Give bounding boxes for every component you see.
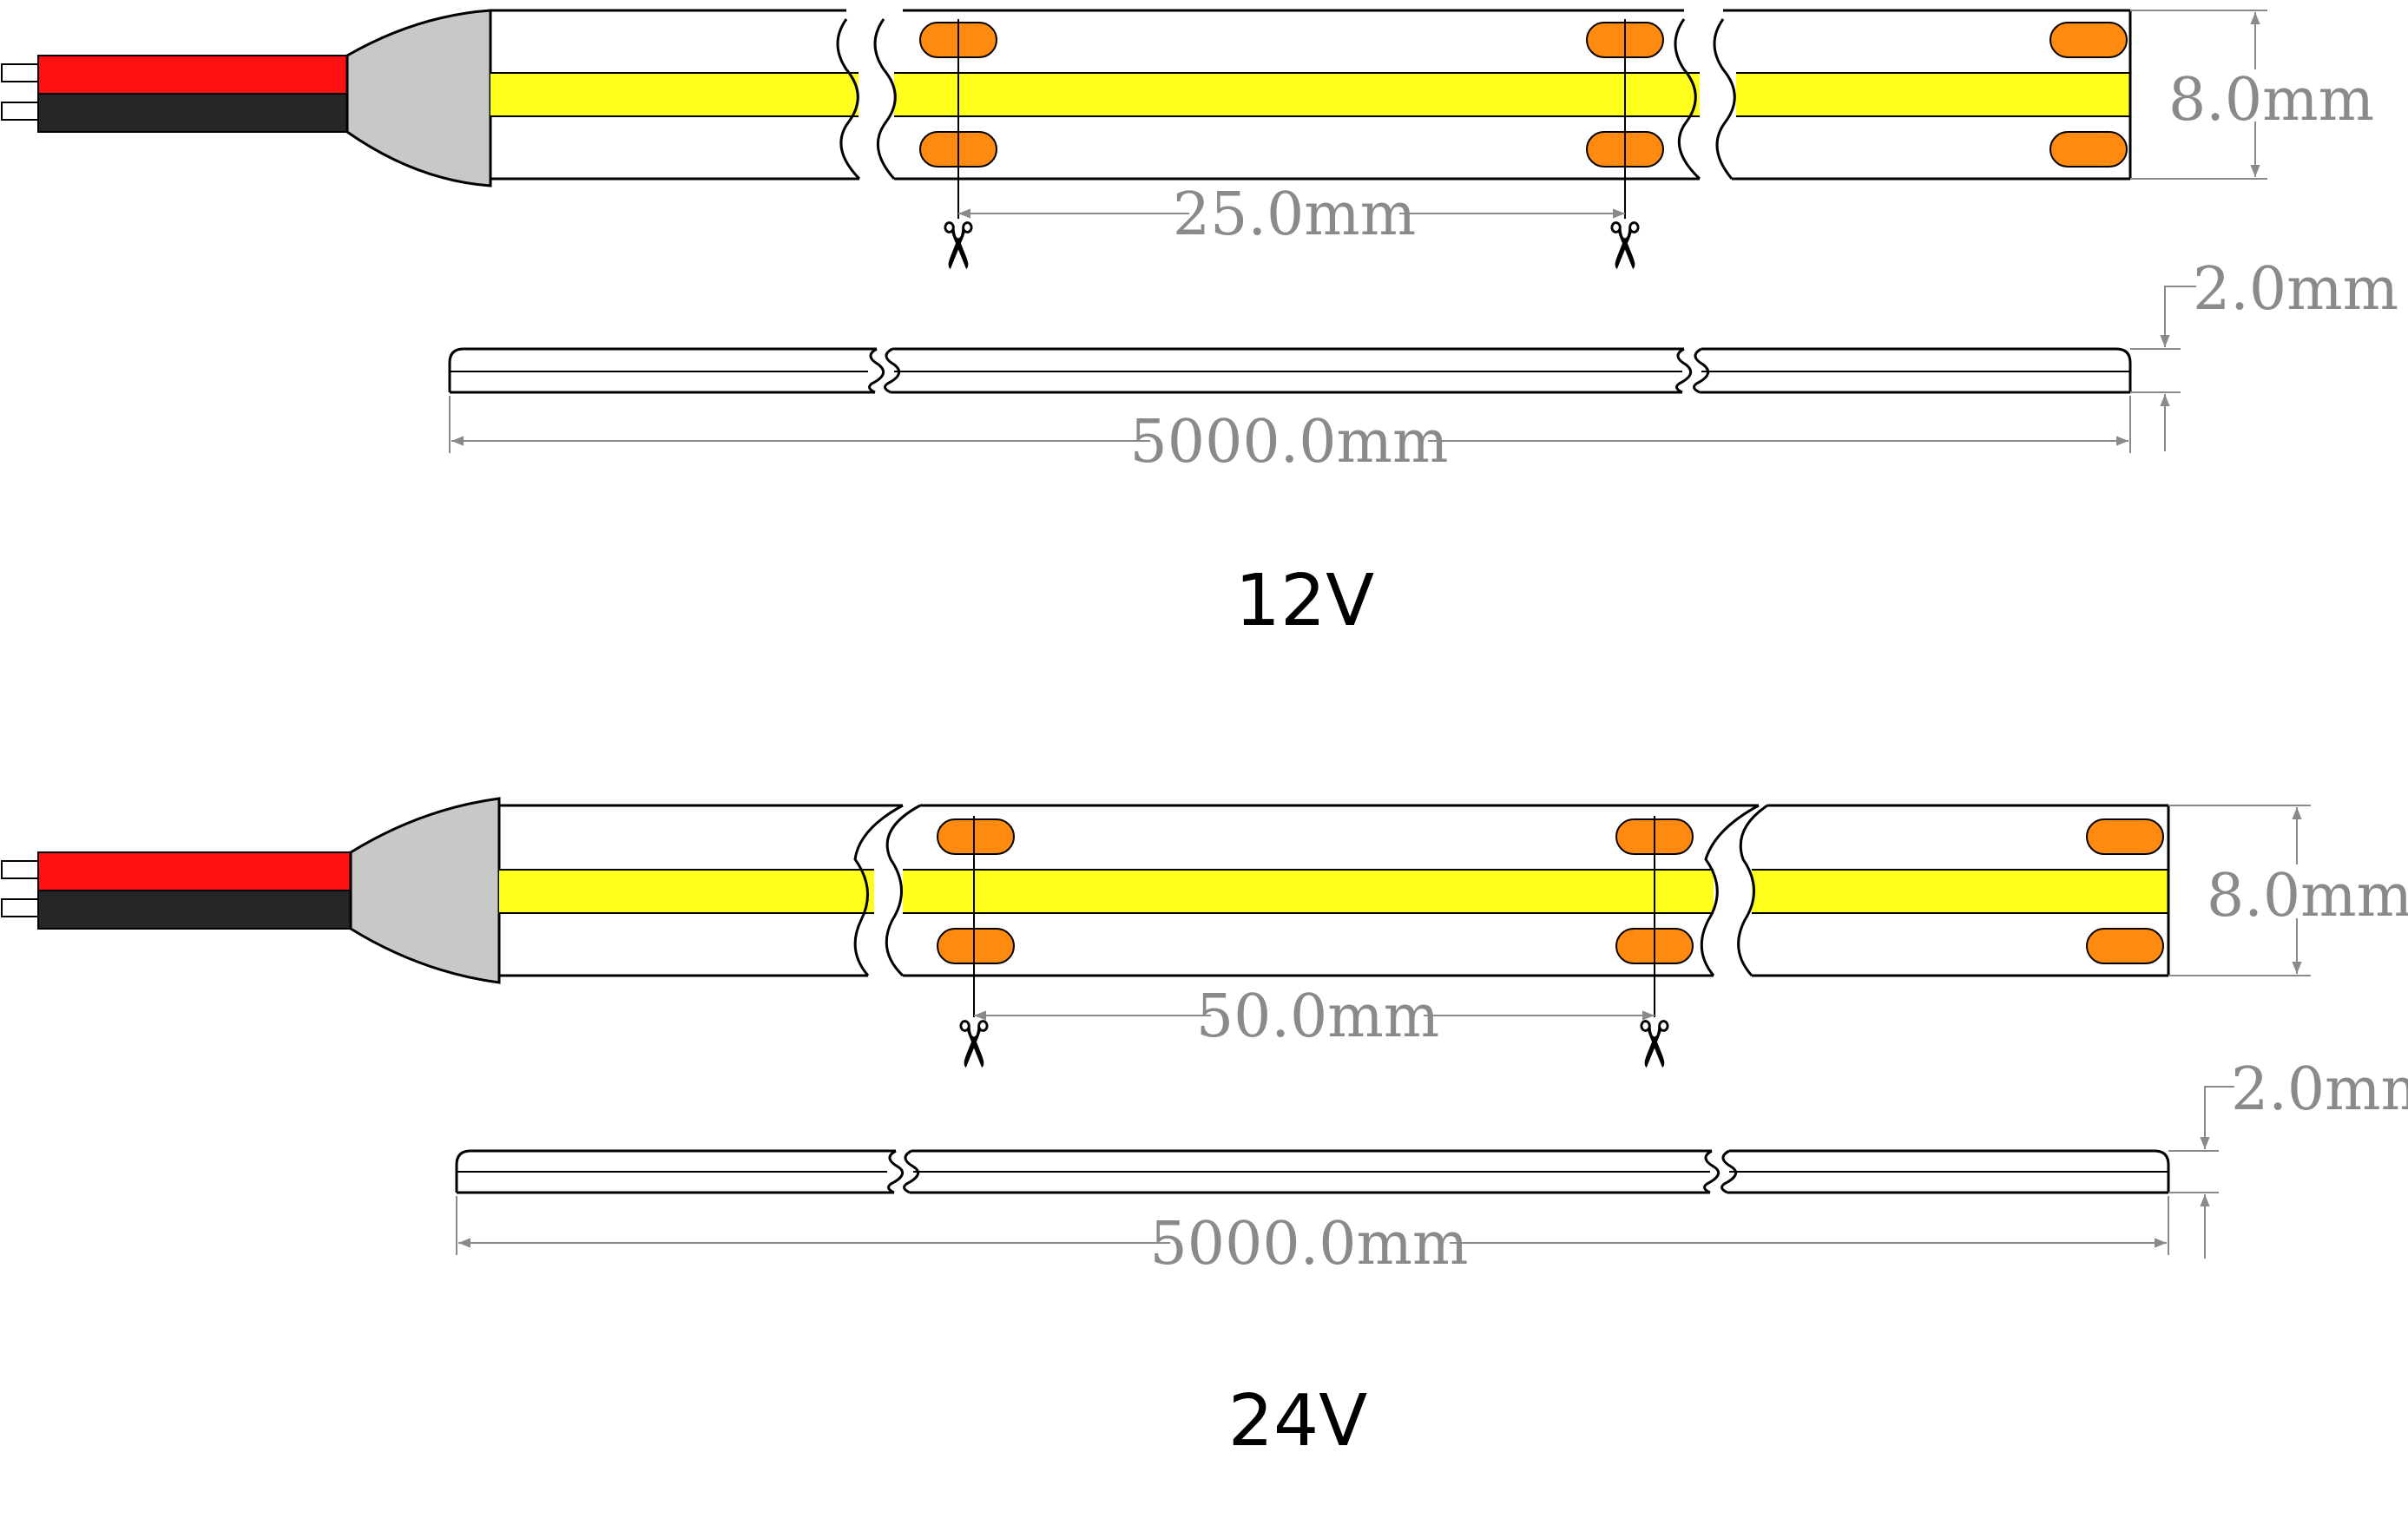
scissors-icon: ✂ ✂	[935, 1017, 1690, 1071]
wire-leads	[1, 55, 348, 133]
solder-pads	[919, 22, 2128, 168]
width-label: 8.0mm	[2207, 862, 2408, 930]
strip-top-view	[499, 804, 2170, 977]
strip-side-view	[455, 1149, 2170, 1194]
thickness-dimension	[2130, 286, 2196, 451]
connector-boot	[345, 9, 492, 187]
thickness-dimension	[2168, 1086, 2234, 1259]
voltage-label: 12V	[1235, 560, 1374, 642]
wire-leads	[1, 851, 352, 930]
svg-text:✂: ✂	[919, 219, 994, 273]
total-length-dimension	[449, 396, 2131, 453]
svg-text:✂: ✂	[935, 1017, 1010, 1071]
width-label: 8.0mm	[2168, 66, 2374, 135]
connector-boot	[349, 797, 501, 984]
svg-text:✂: ✂	[1615, 1017, 1690, 1071]
cut-lines	[957, 19, 1626, 219]
cut-lines	[973, 816, 1655, 1017]
strip-top-view	[490, 9, 2132, 181]
total-length-dimension	[456, 1196, 2169, 1255]
strip-side-view	[448, 347, 2132, 394]
total-length-label: 5000.0mm	[1130, 408, 1449, 477]
cut-length-dimension: 25.0mm	[958, 181, 1625, 249]
width-dimension	[2130, 10, 2267, 180]
voltage-label: 24V	[1228, 1380, 1367, 1462]
strip-12v: ✂ ✂ 25.0mm 8.0mm	[1, 9, 2398, 642]
width-dimension	[2168, 805, 2311, 976]
cut-length-dimension: 50.0mm	[974, 983, 1655, 1051]
thickness-label: 2.0mm	[2231, 1055, 2408, 1124]
cut-length-label: 25.0mm	[1173, 181, 1416, 249]
strip-24v: ✂ ✂ 50.0mm 8.0mm	[1, 797, 2408, 1462]
total-length-label: 5000.0mm	[1150, 1210, 1469, 1278]
scissors-icon: ✂ ✂	[919, 219, 1661, 273]
svg-text:✂: ✂	[1586, 219, 1661, 273]
thickness-label: 2.0mm	[2193, 255, 2398, 324]
cut-length-label: 50.0mm	[1196, 983, 1439, 1051]
